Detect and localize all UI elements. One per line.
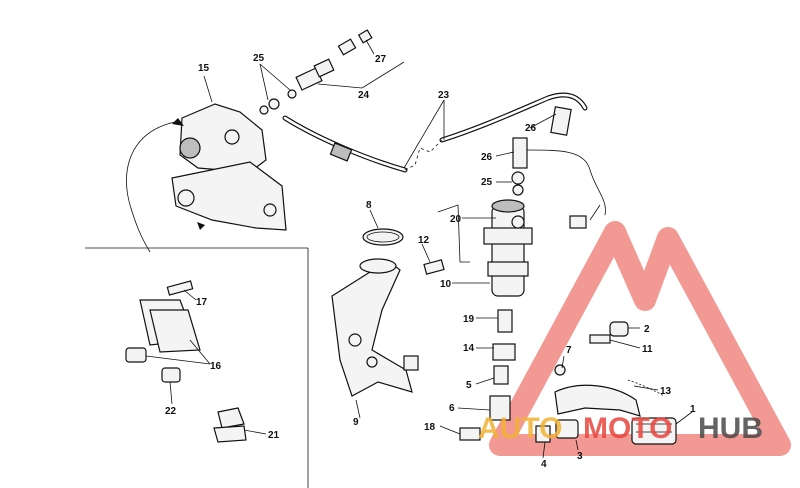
callout-23: 23 bbox=[438, 90, 450, 101]
callout-2: 2 bbox=[644, 324, 650, 335]
brake-pedal bbox=[535, 321, 677, 445]
brake-hose bbox=[259, 29, 588, 173]
brake-caliper bbox=[126, 103, 287, 253]
callout-1: 1 bbox=[690, 404, 696, 415]
small-parts bbox=[423, 259, 516, 441]
callout-27: 27 bbox=[375, 54, 387, 65]
callout-3: 3 bbox=[577, 451, 583, 462]
banjo-fittings bbox=[511, 106, 606, 229]
watermark-text: AUTO MOTO HUB bbox=[478, 412, 763, 445]
watermark-part3: HUB bbox=[698, 412, 763, 445]
brake-pads-inset bbox=[125, 280, 247, 443]
callout-15: 15 bbox=[198, 63, 210, 74]
leader-lines bbox=[145, 39, 693, 459]
callout-21: 21 bbox=[268, 430, 280, 441]
master-cylinder bbox=[437, 199, 533, 297]
watermark-part2: MOTO bbox=[583, 412, 672, 445]
callout-12: 12 bbox=[418, 235, 430, 246]
callout-4: 4 bbox=[541, 459, 547, 470]
callout-20: 20 bbox=[450, 214, 462, 225]
callout-26-top: 26 bbox=[525, 123, 537, 134]
callout-7: 7 bbox=[566, 345, 572, 356]
callout-labels: 15 25 27 24 23 26 26 25 20 8 12 10 19 14… bbox=[165, 53, 696, 470]
callout-13: 13 bbox=[660, 386, 672, 397]
callout-25-top: 25 bbox=[253, 53, 265, 64]
callout-8: 8 bbox=[366, 200, 372, 211]
callout-10: 10 bbox=[440, 279, 452, 290]
callout-24: 24 bbox=[358, 90, 370, 101]
watermark-part1: AUTO bbox=[478, 412, 562, 445]
callout-22: 22 bbox=[165, 406, 177, 417]
watermark-logo bbox=[489, 221, 791, 456]
callout-14: 14 bbox=[463, 343, 475, 354]
callout-19: 19 bbox=[463, 314, 475, 325]
callout-5: 5 bbox=[466, 380, 472, 391]
callout-9: 9 bbox=[353, 417, 359, 428]
inset-frame bbox=[85, 247, 309, 488]
callout-16: 16 bbox=[210, 361, 222, 372]
callout-11: 11 bbox=[642, 344, 653, 355]
callout-26-mid: 26 bbox=[481, 152, 493, 163]
callout-25-mid: 25 bbox=[481, 177, 493, 188]
callout-18: 18 bbox=[424, 422, 436, 433]
bracket-and-spring bbox=[331, 228, 419, 397]
callout-6: 6 bbox=[449, 403, 455, 414]
callout-17: 17 bbox=[196, 297, 208, 308]
